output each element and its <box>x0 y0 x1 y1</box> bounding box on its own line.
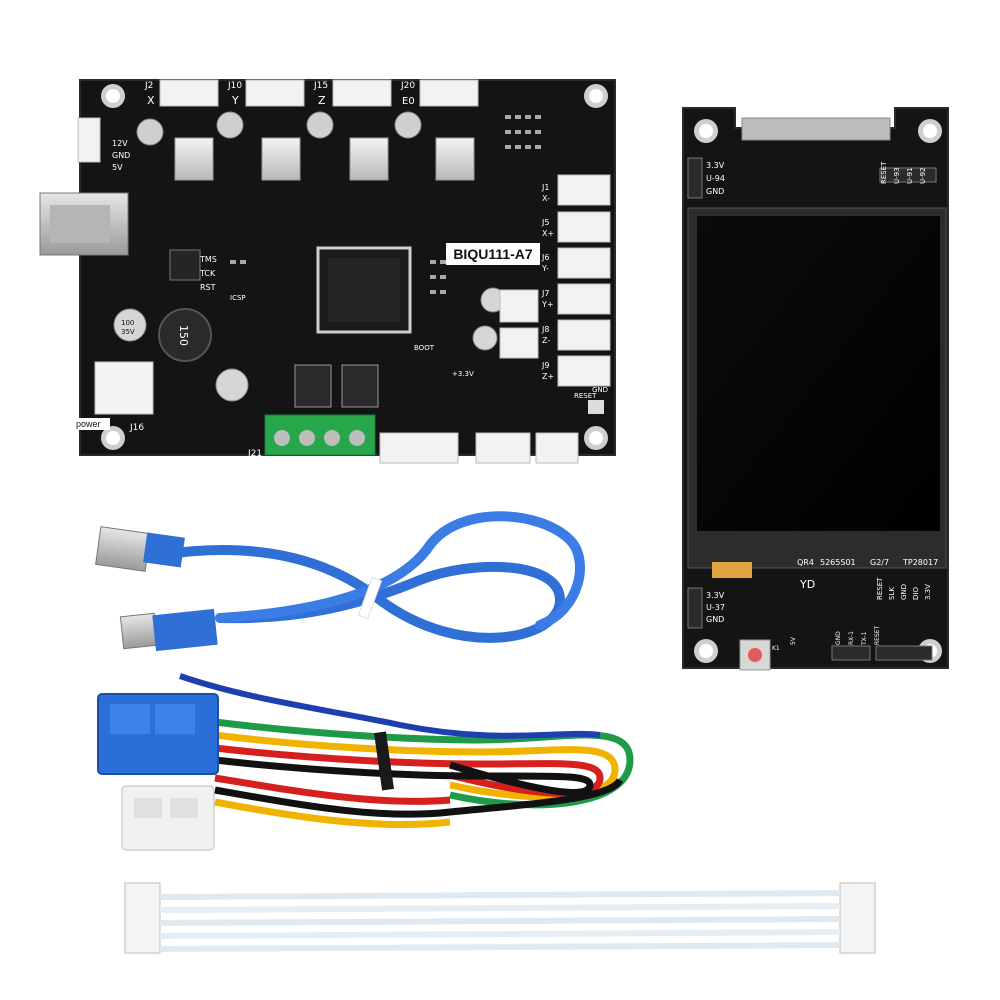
axis-label-z: Z <box>318 94 326 107</box>
bottom-vertical-label: 3.3V <box>924 584 932 600</box>
gnd-label: GND <box>592 386 608 394</box>
right-label: Y- <box>541 264 549 273</box>
strip-text: QR4 <box>797 558 814 567</box>
thermistor-connector <box>499 289 539 323</box>
yd-label: YD <box>799 578 815 591</box>
right-label: X- <box>542 194 550 203</box>
board-model-label: BIQU111-A7 <box>446 243 540 265</box>
screw-terminal <box>264 414 376 456</box>
strip-text: 5265S01 <box>820 558 856 567</box>
strip-text: G2/7 <box>870 558 889 567</box>
jtag-label: TMS <box>199 255 217 264</box>
axis-label-y: Y <box>231 94 239 107</box>
power-pin-label: GND <box>112 151 130 160</box>
aux-connector <box>379 432 459 464</box>
power-connector <box>94 361 154 415</box>
mosfet <box>341 364 379 408</box>
right-label: J8 <box>541 325 549 334</box>
ribbon-cable-icon <box>124 882 876 954</box>
reset-button <box>588 400 604 414</box>
capacitors <box>113 111 506 402</box>
jack-label: J16 <box>129 423 144 433</box>
side-connector <box>77 117 101 163</box>
bottom-vertical-label: SLK <box>888 587 896 600</box>
bottom-vertical-label: RESET <box>876 577 884 600</box>
cap-label: 100 <box>121 319 134 327</box>
power-pin-label: 5V <box>112 163 123 172</box>
icsp-label: ICSP <box>230 294 246 302</box>
right-label: J7 <box>541 289 549 298</box>
serial-vertical-label: RX-1 <box>848 631 855 645</box>
connector-id: J20 <box>400 81 415 91</box>
connector-id: J2 <box>144 81 153 91</box>
serial-vertical-label: RESET <box>874 625 881 645</box>
inductor <box>158 308 212 362</box>
mainboard: X Y Z E0 J2 J10 J15 J20 J1 X- J5 X+ J6 Y… <box>39 79 616 464</box>
reset-label: RESET <box>574 392 597 400</box>
mounting-hole-icon <box>101 84 608 450</box>
thermistor-connector <box>499 327 539 359</box>
key-label: K1 <box>772 645 780 652</box>
axis-label-e0: E0 <box>402 96 415 107</box>
bottom-connector <box>475 432 531 464</box>
jtag-label: TCK <box>199 269 216 278</box>
right-label: Y+ <box>541 300 554 309</box>
inductor-label: 150 <box>177 325 190 346</box>
bottom-connector <box>535 432 579 464</box>
serial-vertical-label: 5V <box>790 636 797 645</box>
strip-text: TP28017 <box>902 558 938 567</box>
right-label: Z+ <box>542 372 554 381</box>
bottom-vertical-label: GND <box>900 584 908 600</box>
right-label: Z- <box>542 336 550 345</box>
mosfet <box>294 364 332 408</box>
power-pin-label: 12V <box>112 139 128 148</box>
wire-harness-icon <box>97 673 634 851</box>
flex-ribbon <box>712 562 752 578</box>
right-label: J6 <box>541 253 549 262</box>
cap-rating: 35V <box>121 328 135 336</box>
connector-id: J10 <box>227 81 242 91</box>
jtag-label: RST <box>200 283 216 292</box>
usb-port <box>39 192 129 256</box>
usb-cable-icon <box>95 511 585 652</box>
serial-vertical-label: TX-1 <box>861 631 868 646</box>
power-label: power <box>76 419 101 429</box>
right-label: J5 <box>541 218 549 227</box>
top-vertical-label: U-91 <box>906 167 914 184</box>
boot-label: BOOT <box>414 344 435 352</box>
driver-heatsinks <box>174 137 475 181</box>
touch-display: 3.3V U-94 GND RESET U-93 U-91 U-92 3.3V … <box>682 107 949 671</box>
top-pin-label: U-94 <box>706 174 725 183</box>
serial-vertical-label: GND <box>835 631 842 645</box>
sd-slot <box>741 117 891 141</box>
axis-label-x: X <box>147 94 155 107</box>
top-vertical-label: RESET <box>880 161 888 184</box>
terminal-label: J21 <box>247 449 262 459</box>
usb-chip <box>169 249 201 281</box>
endstop-connectors <box>557 174 611 387</box>
connector-id: J15 <box>313 81 328 91</box>
top-vertical-label: U-92 <box>919 167 927 184</box>
lcd-screen <box>697 216 940 531</box>
bottom-pin-label: 3.3V <box>706 591 725 600</box>
v33-label: +3.3V <box>452 370 474 378</box>
right-label: J9 <box>541 361 549 370</box>
bottom-pin-label: GND <box>706 615 724 624</box>
right-label: J1 <box>541 183 549 192</box>
top-pin-label: 3.3V <box>706 161 725 170</box>
top-pin-label: GND <box>706 187 724 196</box>
top-vertical-label: U-93 <box>893 167 901 184</box>
bottom-vertical-label: DIO <box>912 587 920 600</box>
motor-connectors <box>159 79 479 107</box>
right-label: X+ <box>542 229 554 238</box>
bottom-pin-label: U-37 <box>706 603 725 612</box>
